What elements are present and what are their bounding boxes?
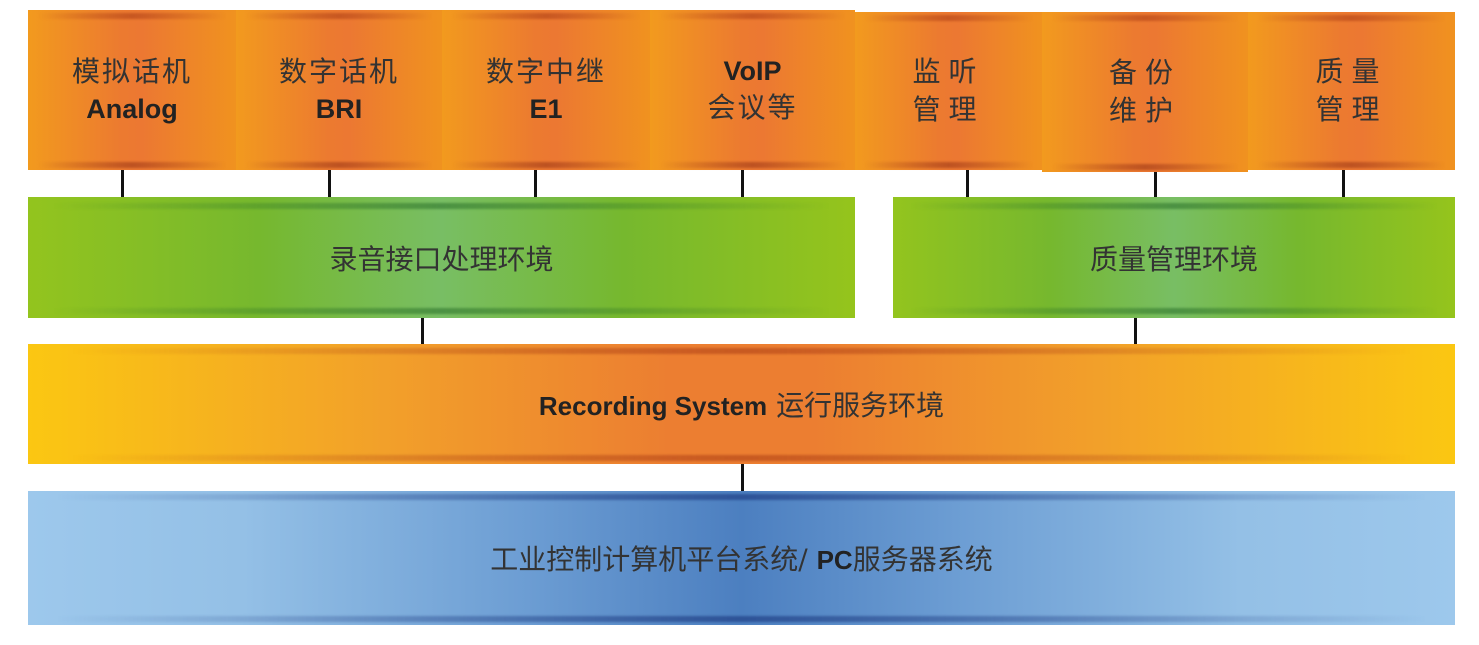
module-analog-en: Analog: [86, 94, 178, 124]
module-quality-line2: 管理: [1315, 93, 1388, 126]
runtime-layer: Recording System 运行服务环境: [28, 344, 1455, 464]
module-bri-en: BRI: [315, 94, 363, 124]
connector-monitoring: [966, 170, 969, 197]
runtime-label: Recording System 运行服务环境: [539, 384, 944, 424]
connector-analog: [121, 170, 124, 197]
quality-management-label: 质量管理环境: [1089, 242, 1258, 276]
module-voip-en: VoIP: [723, 56, 782, 86]
module-voip: VoIP 会议等: [650, 10, 855, 170]
recording-interface-layer: 录音接口处理环境: [28, 197, 855, 318]
connector-voip: [741, 170, 744, 197]
module-monitoring-line2: 管理: [912, 93, 985, 126]
platform-layer: 工业控制计算机平台系统/ PC服务器系统: [28, 491, 1455, 625]
module-quality: 质量 管理: [1248, 12, 1455, 170]
module-e1: 数字中继 E1: [442, 10, 650, 170]
runtime-label-rest: 运行服务环境: [767, 389, 945, 422]
module-backup: 备份 维护: [1042, 12, 1248, 172]
module-e1-cn: 数字中继: [485, 55, 606, 88]
module-e1-en: E1: [529, 94, 563, 124]
connector-e1: [534, 170, 537, 197]
module-bri-cn: 数字话机: [278, 55, 399, 88]
module-quality-line1: 质量: [1315, 55, 1388, 88]
runtime-label-bold: Recording System: [538, 391, 768, 421]
connector-backup: [1154, 172, 1157, 197]
module-monitoring-line1: 监听: [912, 55, 985, 88]
module-backup-line2: 维护: [1108, 94, 1181, 127]
connector-recording-interface: [421, 318, 424, 344]
connector-runtime-platform: [741, 464, 744, 491]
module-analog-cn: 模拟话机: [71, 55, 192, 88]
connector-bri: [328, 170, 331, 197]
quality-management-layer: 质量管理环境: [893, 197, 1455, 318]
platform-label: 工业控制计算机平台系统/ PC服务器系统: [490, 538, 992, 578]
platform-label-bold: PC: [816, 545, 853, 575]
module-backup-line1: 备份: [1108, 56, 1181, 89]
module-analog: 模拟话机 Analog: [28, 10, 236, 170]
module-bri: 数字话机 BRI: [236, 10, 442, 170]
recording-interface-label: 录音接口处理环境: [329, 242, 554, 276]
connector-quality: [1342, 170, 1345, 197]
platform-label-part1: 工业控制计算机平台系统/: [490, 543, 817, 576]
module-voip-cn: 会议等: [707, 91, 798, 124]
platform-label-part2: 服务器系统: [852, 543, 993, 576]
connector-quality-management: [1134, 318, 1137, 344]
module-monitoring: 监听 管理: [855, 12, 1042, 170]
